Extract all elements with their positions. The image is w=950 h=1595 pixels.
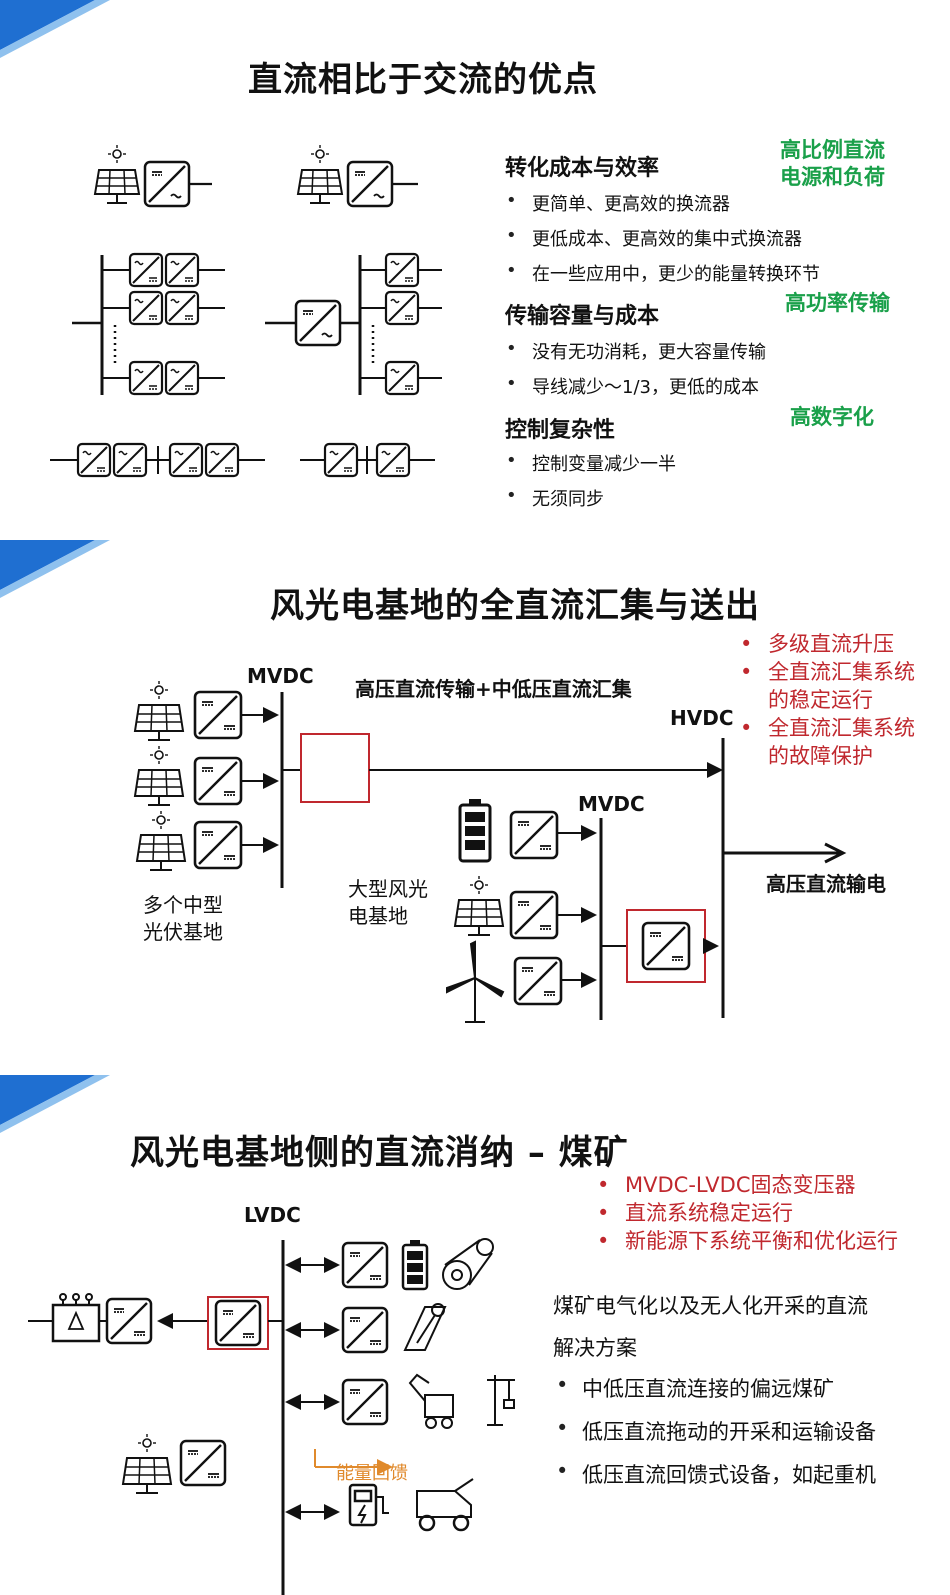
lvdc-label: LVDC [244,1203,301,1227]
body-text: 煤矿电气化以及无人化开采的直流解决方案 [553,1294,868,1360]
bullet-item: 低压直流回馈式设备，如起重机 [556,1459,876,1489]
hv-output-label: 高压直流输电 [766,872,886,896]
red-point: •新能源下系统平衡和优化运行 [597,1229,898,1253]
slide-dc-advantages: 直流相比于交流的优点 [0,0,950,530]
red-points: •MVDC-LVDC固态变压器 •直流系统稳定运行 •新能源下系统平衡和优化运行 [597,1171,898,1255]
transmission-label: 高压直流传输+中低压直流汇集 [355,677,632,701]
bullet-item: 低压直流拖动的开采和运输设备 [556,1416,876,1446]
red-point-cont: 的故障保护 [768,744,873,768]
corner-decoration [0,0,110,58]
converter-topology-diagrams [50,144,442,478]
slide-title: 风光电基地的全直流汇集与送出 [270,586,760,626]
bullet-item: 控制变量减少一半 [506,450,676,476]
large-base-label: 大型风光电基地 [348,877,428,928]
green-note: 高数字化 [790,405,874,429]
bullet-item: 中低压直流连接的偏远煤矿 [556,1373,834,1403]
bullet-item: 导线减少～1/3，更低的成本 [506,373,759,399]
red-point: •全直流汇集系统 [740,660,915,684]
red-point: •全直流汇集系统 [740,716,915,740]
section-heading-capacity-cost: 传输容量与成本 [505,304,660,329]
green-note: 电源和负荷 [780,165,885,189]
pv-bases-label: 多个中型光伏基地 [143,893,223,944]
bullet-item: 无须同步 [506,485,604,511]
green-note: 高比例直流 [780,138,885,162]
dc-collection-diagram [134,680,847,1023]
red-point: •直流系统稳定运行 [597,1201,793,1225]
slide-dc-coal-mine: 风光电基地侧的直流消纳 – 煤矿 •MVDC-LVDC固态变压器 •直流系统稳定… [0,1075,950,1595]
red-points: •多级直流升压 •全直流汇集系统 的稳定运行 •全直流汇集系统 的故障保护 [740,630,915,770]
mvdc-label-right: MVDC [578,792,645,816]
slide-dc-collection: 风光电基地的全直流汇集与送出 •多级直流升压 •全直流汇集系统 的稳定运行 •全… [0,540,950,1065]
red-point: •MVDC-LVDC固态变压器 [597,1173,856,1197]
corner-decoration [0,540,110,598]
bullet-item: 更低成本、更高效的集中式换流器 [506,225,802,251]
slide-title: 风光电基地侧的直流消纳 – 煤矿 [130,1133,629,1173]
red-point-cont: 的稳定运行 [768,688,873,712]
red-point: •多级直流升压 [740,632,894,656]
corner-decoration [0,1075,110,1133]
hvdc-label: HVDC [670,706,734,730]
slide-title: 直流相比于交流的优点 [248,60,598,100]
bullet-item: 没有无功消耗，更大容量传输 [506,338,766,364]
coal-mine-diagram [28,1238,515,1595]
section-heading-control: 控制复杂性 [505,418,616,443]
bullet-item: 在一些应用中，更少的能量转换环节 [506,260,820,286]
section-heading-cost-efficiency: 转化成本与效率 [505,156,660,181]
bullet-item: 更简单、更高效的换流器 [506,190,730,216]
mvdc-label-left: MVDC [247,664,314,688]
green-note: 高功率传输 [785,291,890,315]
